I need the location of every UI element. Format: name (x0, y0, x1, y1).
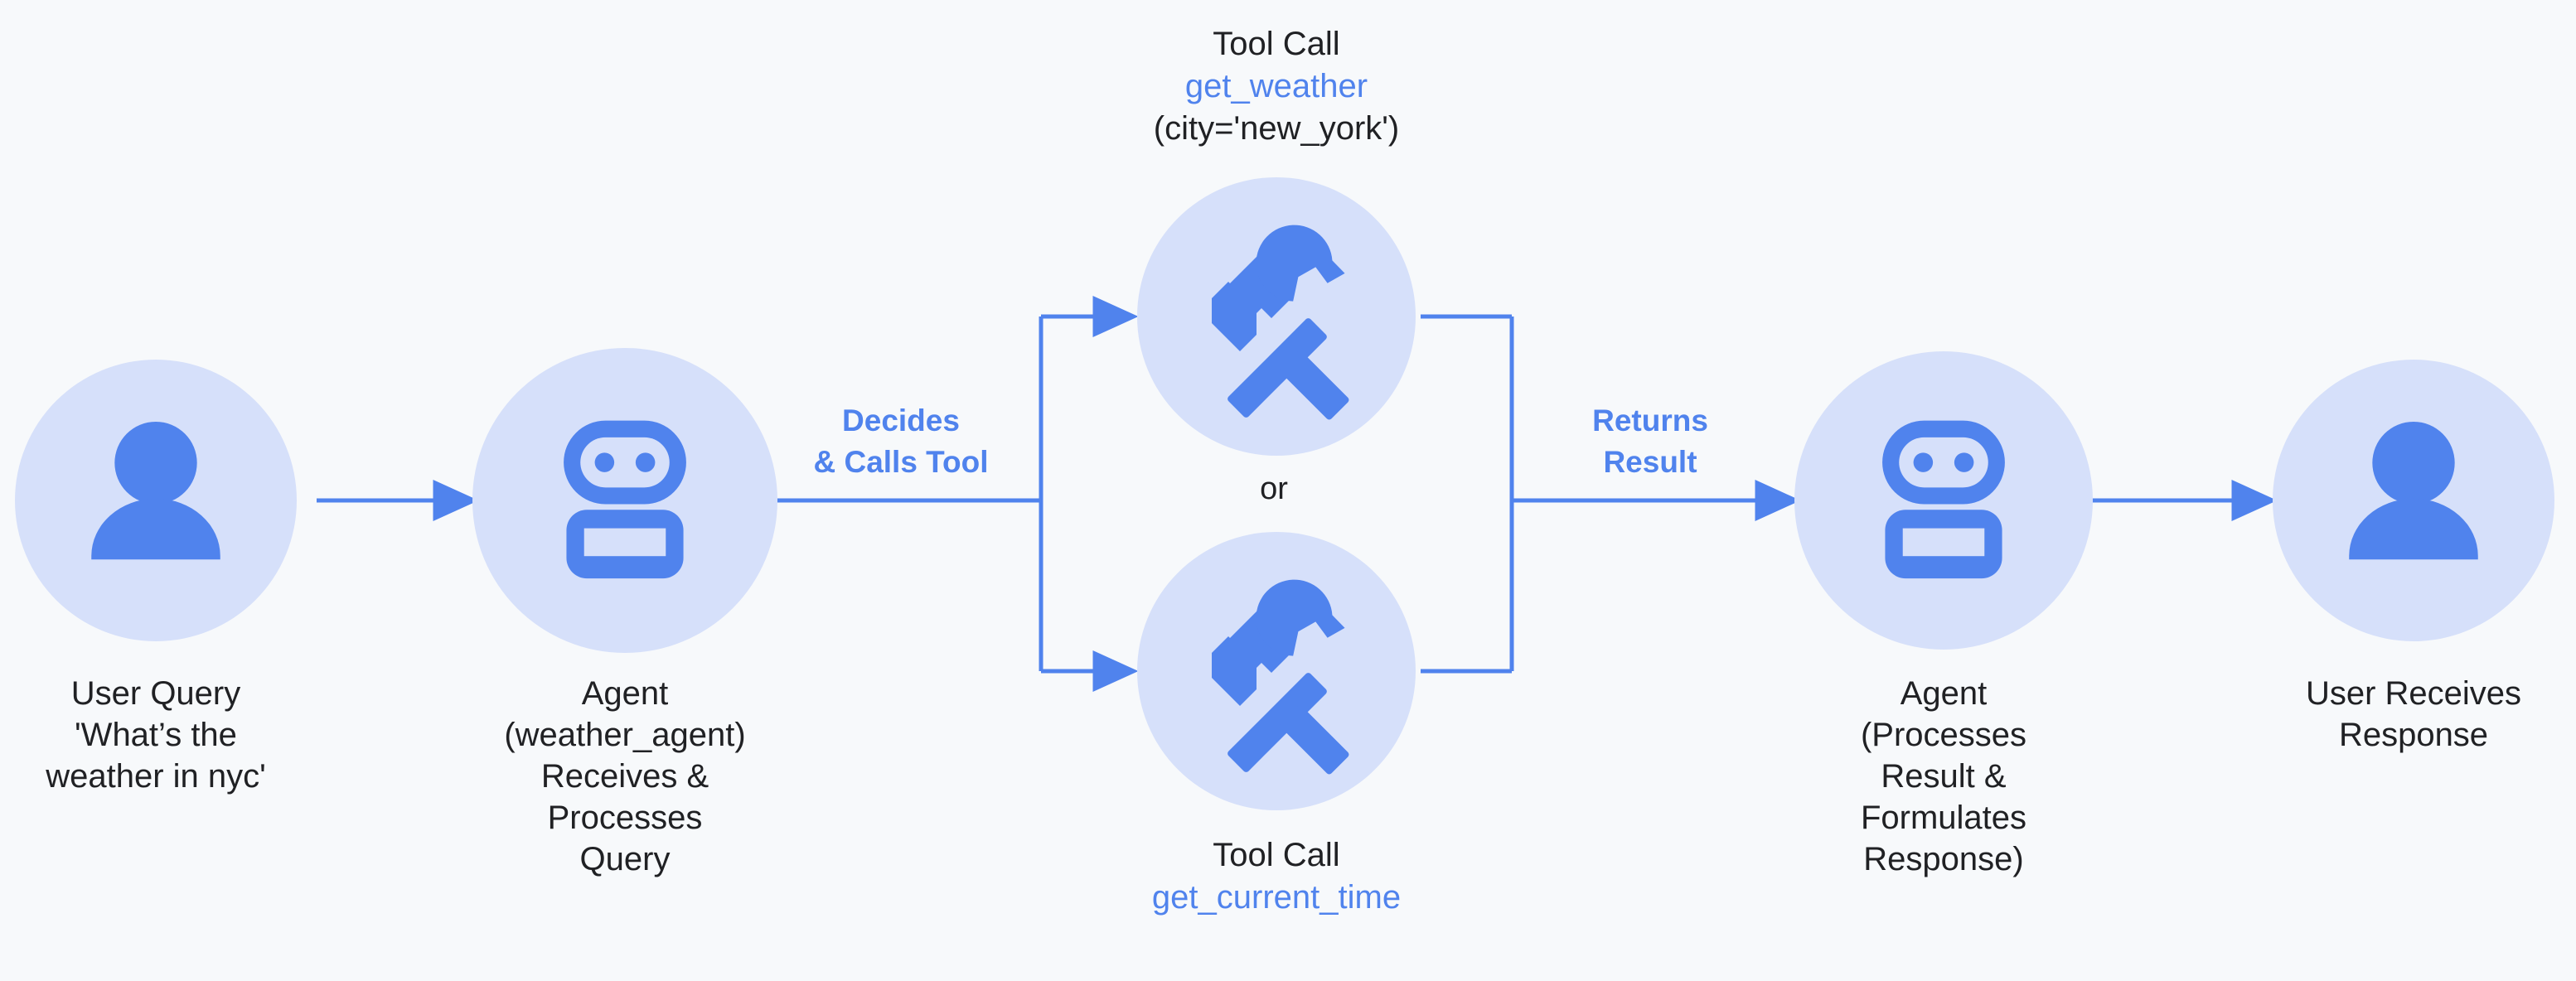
node-user-receives-response[interactable]: User Receives Response (2273, 360, 2554, 753)
tool-top-arguments: (city='new_york') (1154, 110, 1399, 147)
edge-label-decides-calls-tool: Decides & Calls Tool (813, 404, 988, 479)
agent-processes-label-line-1: Agent (1901, 675, 1988, 712)
agent-receives-label-line-4: Processes (548, 800, 703, 836)
returns-label-line-1: Returns (1592, 404, 1708, 437)
branch-or-label: or (1260, 471, 1288, 506)
node-agent-processes[interactable]: Agent (Processes Result & Formulates Res… (1794, 351, 2093, 877)
node-tool-call-get-weather[interactable]: Tool Call get_weather (city='new_york') (1137, 26, 1416, 456)
agent-processes-label-line-5: Response) (1863, 841, 2023, 877)
agent-processes-label-line-3: Result & (1881, 758, 2006, 795)
node-user-query[interactable]: User Query 'What’s the weather in nyc' (15, 360, 297, 795)
tool-top-title: Tool Call (1213, 26, 1339, 62)
agent-processes-label-line-2: (Processes (1861, 717, 2026, 753)
edge-label-returns-result: Returns Result (1592, 404, 1708, 479)
decides-label-line-2: & Calls Tool (813, 445, 988, 479)
node-tool-call-get-current-time[interactable]: Tool Call get_current_time (1137, 532, 1416, 916)
user-query-label-line-1: User Query (71, 675, 241, 712)
user-receives-label-line-1: User Receives (2306, 675, 2521, 712)
tool-top-function-name: get_weather (1185, 68, 1368, 104)
tool-bottom-function-name: get_current_time (1152, 879, 1401, 916)
agent-receives-label-line-3: Receives & (541, 758, 709, 795)
tool-bottom-title: Tool Call (1213, 837, 1339, 873)
returns-label-line-2: Result (1603, 445, 1697, 479)
user-query-label-line-2: 'What’s the (75, 717, 237, 753)
agent-processes-label-line-4: Formulates (1861, 800, 2026, 836)
agent-receives-label-line-1: Agent (582, 675, 669, 712)
tool-top-circle (1137, 177, 1416, 456)
agent-receives-label-line-5: Query (580, 841, 671, 877)
user-receives-label-line-2: Response (2339, 717, 2488, 753)
decides-label-line-1: Decides (842, 404, 960, 437)
agent-receives-label-line-2: (weather_agent) (504, 717, 745, 753)
tool-bottom-circle (1137, 532, 1416, 810)
node-agent-receives[interactable]: Agent (weather_agent) Receives & Process… (472, 348, 777, 877)
user-query-label-line-3: weather in nyc' (45, 758, 266, 795)
